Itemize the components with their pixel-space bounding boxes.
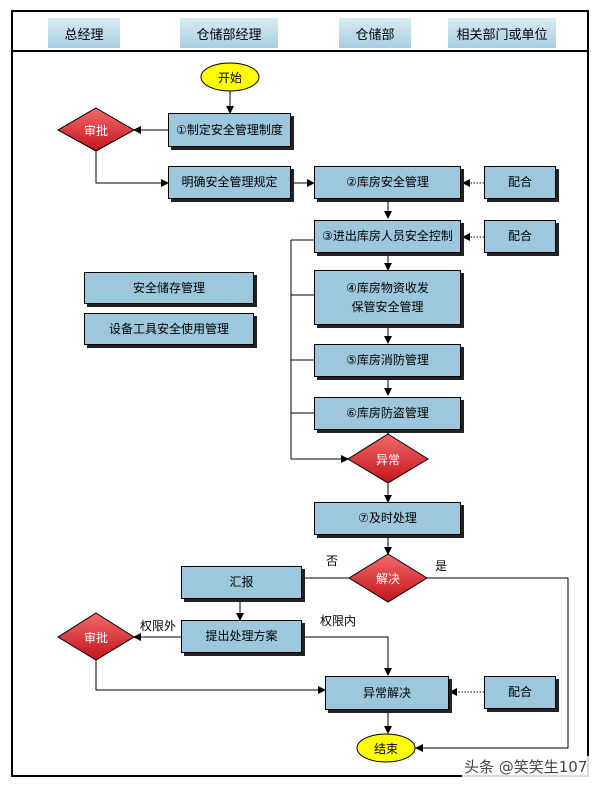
- lane-header-warehouse-manager: 仓储部经理: [180, 18, 278, 48]
- approve-diamond-bottom: [57, 612, 135, 661]
- step2-box: ②库房安全管理: [314, 166, 461, 199]
- coop-box-1: 配合: [484, 166, 556, 199]
- edge-label-beyond-authority: 权限外: [140, 619, 177, 633]
- step4-line1: ④库房物资收发: [346, 280, 429, 295]
- step4-box: ④库房物资收发 保管安全管理: [314, 270, 461, 325]
- report-box: 汇报: [181, 566, 302, 599]
- approve-top-label: 审批: [83, 123, 108, 138]
- end-oval: [356, 733, 416, 763]
- storage-mgmt-box: 安全储存管理: [84, 272, 254, 304]
- step6-box: ⑥库房防盗管理: [314, 397, 461, 430]
- approve-diamond-top: [56, 107, 136, 152]
- lane-header-gm: 总经理: [48, 18, 120, 48]
- abnormal-label: 异常: [375, 452, 400, 467]
- resolve-label: 解决: [375, 571, 400, 586]
- coop-box-2: 配合: [484, 220, 556, 253]
- step1-box: ①制定安全管理制度: [168, 113, 291, 147]
- edge-label-yes: 是: [435, 559, 448, 573]
- equipment-mgmt-box: 设备工具安全使用管理: [84, 313, 254, 345]
- approve-bottom-label: 审批: [83, 630, 108, 645]
- step3-box: ③进出库房人员安全控制: [314, 220, 461, 253]
- watermark: 头条 @笑笑生107: [462, 756, 590, 777]
- edge-label-no: 否: [326, 554, 339, 568]
- edge-label-within-authority: 权限内: [320, 614, 357, 628]
- lane-header-warehouse: 仓储部: [339, 18, 411, 48]
- lane-header-related-depts: 相关部门或单位: [448, 18, 556, 48]
- start-oval: [200, 62, 260, 92]
- start-node-label: 开始: [217, 70, 242, 85]
- step4-line2: 保管安全管理: [351, 299, 424, 314]
- propose-solution-box: 提出处理方案: [181, 620, 302, 653]
- abnormal-diamond: [347, 433, 429, 484]
- step7-box: ⑦及时处理: [314, 502, 461, 535]
- end-node-label: 结束: [373, 741, 398, 756]
- step5-box: ⑤库房消防管理: [314, 344, 461, 377]
- clarify-rules-box: 明确安全管理规定: [168, 166, 291, 199]
- abnormal-resolve-box: 异常解决: [325, 676, 449, 710]
- coop-box-3: 配合: [484, 676, 556, 709]
- resolve-diamond: [348, 553, 428, 603]
